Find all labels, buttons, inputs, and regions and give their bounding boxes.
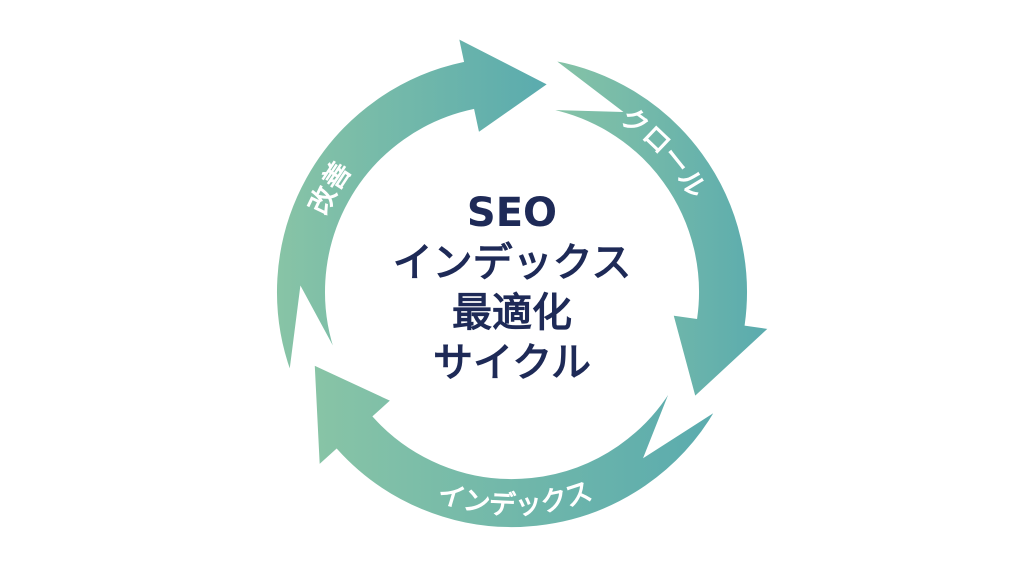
cycle-arrows [275, 35, 772, 529]
center-title: SEO インデックス 最適化 サイクル [312, 188, 712, 388]
center-title-line: インデックス [392, 240, 632, 286]
arrow-index [312, 362, 718, 529]
center-title-line: SEO [466, 190, 558, 236]
arrow-crawl [544, 58, 772, 400]
arrow-improve [275, 35, 551, 374]
center-title-line: 最適化 [452, 290, 572, 336]
center-title-line: サイクル [433, 340, 591, 386]
